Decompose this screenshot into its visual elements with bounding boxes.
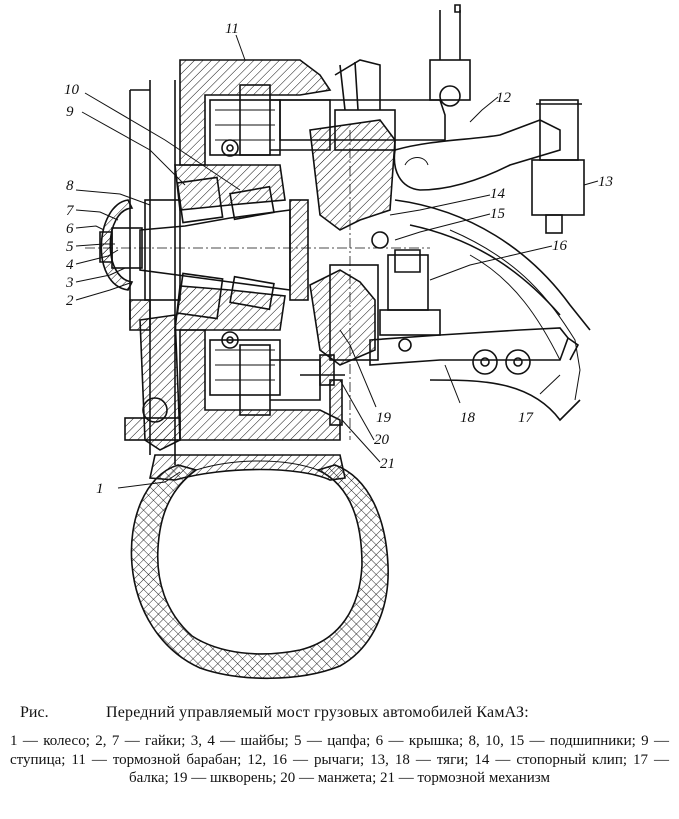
caption-title: Передний управляемый мост грузовых автом… [106,704,529,721]
callout-19: 19 [376,410,392,426]
steering-knuckle [309,59,396,440]
callout-13: 13 [598,174,613,190]
callout-14: 14 [490,186,506,202]
callout-6: 6 [66,221,74,237]
figure-caption: Рис. Передний управляемый мост грузовых … [0,702,679,788]
hub-cap [99,199,143,291]
wheel-disc [124,80,181,465]
callout-2: 2 [66,293,74,309]
callout-10: 10 [64,82,80,98]
callout-20: 20 [374,432,390,448]
steering-arm-and-drag-link [279,4,585,234]
axle-cross-section-drawing: 1 2 3 4 5 6 7 8 9 10 11 12 13 14 15 16 1… [64,4,613,680]
callout-9: 9 [66,104,74,120]
callout-labels: 1 2 3 4 5 6 7 8 9 10 11 12 13 14 15 16 1… [64,21,613,497]
callout-4: 4 [66,257,74,273]
hub [174,164,309,331]
tire-section [130,454,389,680]
caption-legend: 1 — колесо; 2, 7 — гайки; 3, 4 — шайбы; … [10,733,669,786]
callout-21: 21 [380,456,395,472]
callout-8: 8 [66,178,74,194]
leader-lines [75,34,599,489]
callout-16: 16 [552,238,568,254]
lower-arm-tie-rod-beam [369,199,591,422]
callout-18: 18 [460,410,476,426]
callout-15: 15 [490,206,506,222]
callout-17: 17 [518,410,535,426]
brake-drum [179,59,341,441]
callout-11: 11 [225,21,239,37]
callout-5: 5 [66,239,74,255]
callout-12: 12 [496,90,512,106]
callout-1: 1 [96,481,104,497]
caption-prefix: Рис. [20,704,49,721]
caption-title-row: Рис. Передний управляемый мост грузовых … [0,702,679,724]
brake-mechanism [239,84,345,426]
callout-3: 3 [65,275,74,291]
callout-7: 7 [66,203,75,219]
